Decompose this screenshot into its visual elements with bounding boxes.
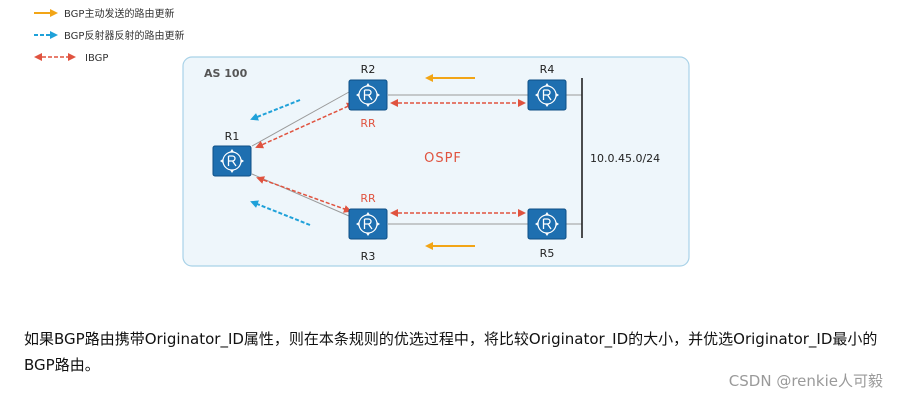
router-r4: R4 xyxy=(527,63,567,111)
legend-item-reflected-update: BGP反射器反射的路由更新 xyxy=(34,29,184,42)
router-r3: RR R3 xyxy=(348,192,388,263)
router-icon xyxy=(348,208,388,240)
description-text: 如果BGP路由携带Originator_ID属性，则在本条规则的优选过程中，将比… xyxy=(24,330,878,374)
ibgp-r1-r2 xyxy=(255,102,355,149)
network-label: 10.0.45.0/24 xyxy=(590,152,660,165)
router-r5: R5 xyxy=(527,208,567,260)
router-icon xyxy=(527,79,567,111)
router-name: R2 xyxy=(361,63,376,76)
igp-label: OSPF xyxy=(424,151,462,166)
router-name: R4 xyxy=(540,63,555,76)
ibgp-r1-r3 xyxy=(256,176,352,213)
legend-label: BGP反射器反射的路由更新 xyxy=(64,29,184,42)
router-icon xyxy=(527,208,567,240)
rr-label: RR xyxy=(360,117,376,130)
rr-label: RR xyxy=(360,192,376,205)
reflected-r3-to-r1-arrow xyxy=(250,200,311,226)
legend-label: IBGP xyxy=(85,53,108,64)
legend-label: BGP主动发送的路由更新 xyxy=(64,7,174,20)
watermark: CSDN @renkie人可毅 xyxy=(728,372,883,390)
router-r1: R1 xyxy=(212,130,252,177)
legend: BGP主动发送的路由更新 BGP反射器反射的路由更新 IBGP xyxy=(34,7,184,64)
as-label: AS 100 xyxy=(204,67,248,80)
router-name: R1 xyxy=(225,130,240,143)
reflected-r2-to-r1-arrow xyxy=(250,99,301,121)
router-icon xyxy=(212,145,252,177)
router-r2: R2 RR xyxy=(348,63,388,130)
router-icon xyxy=(348,79,388,111)
router-name: R3 xyxy=(361,250,376,263)
legend-item-ibgp: IBGP xyxy=(34,53,108,64)
router-name: R5 xyxy=(540,247,555,260)
ibgp-sessions xyxy=(255,99,526,217)
legend-item-active-update: BGP主动发送的路由更新 xyxy=(34,7,174,20)
